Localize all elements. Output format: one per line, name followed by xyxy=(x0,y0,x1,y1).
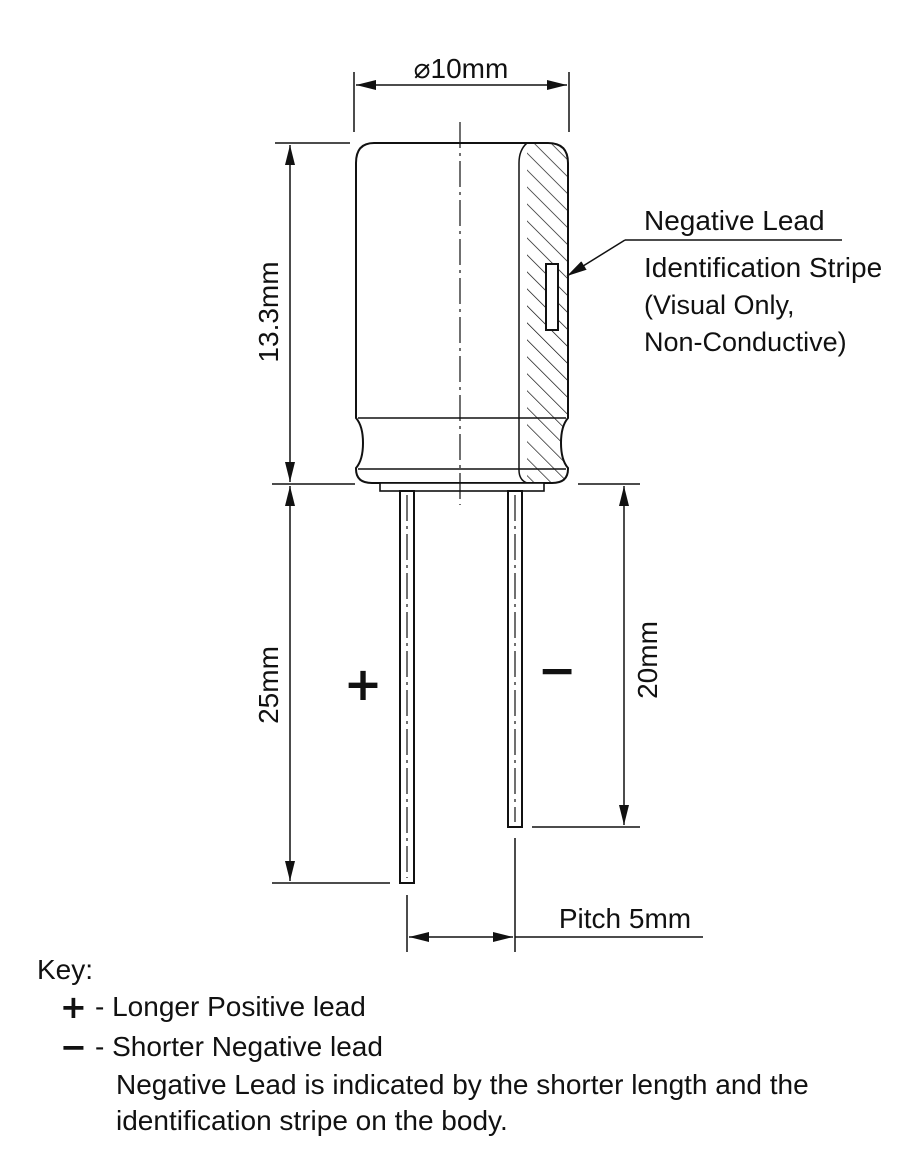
callout-line-3: (Visual Only, xyxy=(644,290,795,320)
key-note-line-2: identification stripe on the body. xyxy=(116,1105,508,1136)
key-negative-text: - Shorter Negative lead xyxy=(95,1031,383,1062)
callout-line-2: Identification Stripe xyxy=(644,252,882,283)
key-note-line-1: Negative Lead is indicated by the shorte… xyxy=(116,1069,809,1100)
positive-sign: + xyxy=(344,657,383,711)
stripe-callout: Negative Lead Identification Stripe (Vis… xyxy=(566,205,882,357)
identification-stripe xyxy=(545,263,559,331)
callout-line-1: Negative Lead xyxy=(644,205,825,236)
positive-lead xyxy=(399,490,415,884)
body-height-dimension: 13.3mm xyxy=(253,142,355,485)
body-outline xyxy=(355,142,569,484)
rubber-seal xyxy=(379,482,545,492)
key-title: Key: xyxy=(37,954,94,985)
key-negative-symbol: − xyxy=(60,1028,87,1066)
callout-line-4: Non-Conductive) xyxy=(644,327,847,357)
negative-lead xyxy=(507,490,523,828)
positive-lead-length-label: 25mm xyxy=(253,646,284,724)
body-height-label: 13.3mm xyxy=(253,261,284,362)
negative-lead-length-label: 20mm xyxy=(632,621,663,699)
diameter-label: ⌀10mm xyxy=(414,53,509,84)
positive-lead-dimension: 25mm xyxy=(253,486,390,884)
pitch-label: Pitch 5mm xyxy=(559,903,691,934)
negative-lead-dimension: 20mm xyxy=(532,483,663,828)
capacitor-body xyxy=(355,122,569,505)
key-positive-text: - Longer Positive lead xyxy=(95,991,366,1022)
diameter-dimension: ⌀10mm xyxy=(353,53,570,132)
negative-sign: − xyxy=(538,643,577,697)
sleeve-edge-line xyxy=(518,142,528,484)
key-positive-symbol: + xyxy=(60,988,87,1026)
leads xyxy=(399,490,523,884)
pitch-dimension: Pitch 5mm xyxy=(406,838,703,952)
